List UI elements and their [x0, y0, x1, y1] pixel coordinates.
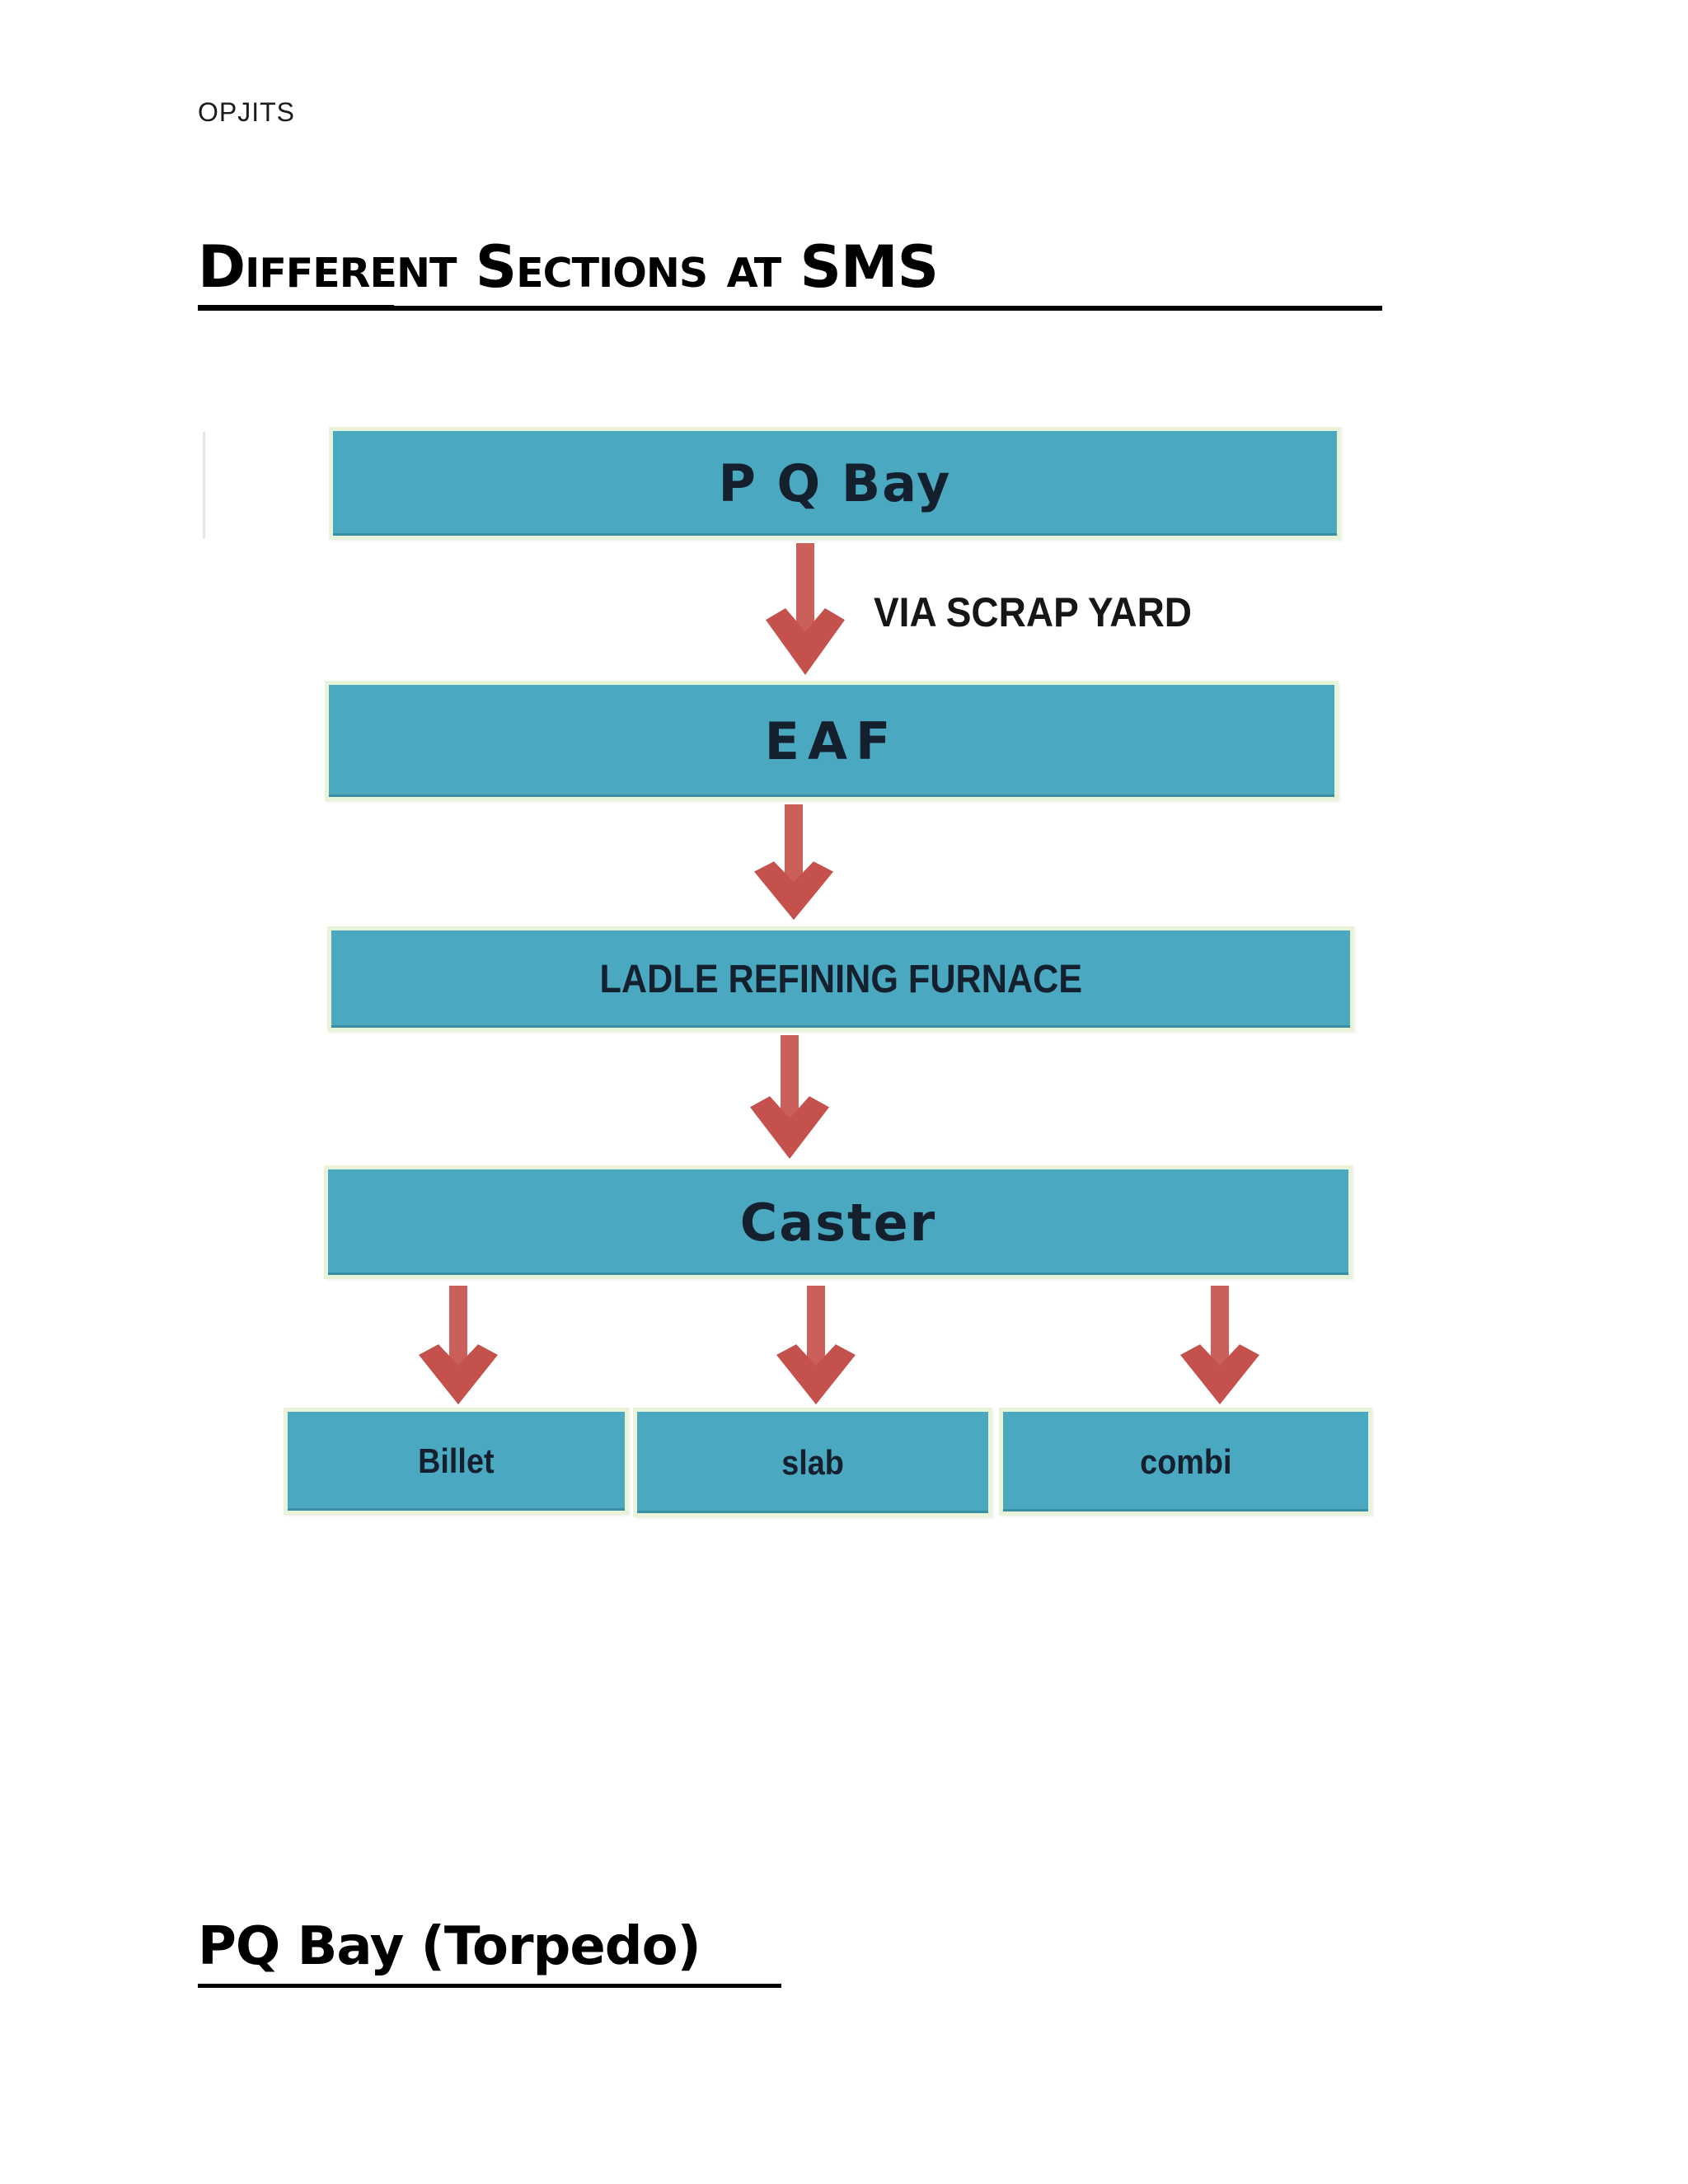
- node-ladle-refining-furnace-label: LADLE REFINING FURNACE: [599, 957, 1082, 1001]
- down-arrow-icon: [766, 543, 845, 675]
- node-eaf: EAF: [325, 681, 1339, 801]
- node-pq-bay: P Q Bay: [329, 427, 1341, 540]
- arrow-caster-to-combi: [1177, 1286, 1263, 1406]
- node-caster: Caster: [324, 1165, 1353, 1279]
- arrow-eaf-to-lrf: [751, 804, 837, 921]
- node-billet-label: Billet: [418, 1441, 495, 1480]
- down-arrow-icon: [776, 1286, 856, 1405]
- down-arrow-icon: [1180, 1286, 1259, 1405]
- down-arrow-icon: [419, 1286, 498, 1405]
- title-underline-line2: [198, 305, 394, 310]
- node-pq-bay-label: P Q Bay: [718, 453, 952, 513]
- node-caster-label: Caster: [739, 1192, 937, 1253]
- node-billet: Billet: [284, 1408, 629, 1515]
- node-slab: slab: [633, 1408, 992, 1517]
- arrow-lrf-to-caster: [747, 1035, 832, 1160]
- node-slab-label: slab: [781, 1442, 844, 1482]
- down-arrow-icon: [754, 804, 833, 921]
- section-heading: PQ Bay (Torpedo): [198, 1916, 781, 1989]
- arrow-pq-bay-to-eaf: [762, 543, 848, 677]
- page-title: Different Sections at SMS: [198, 237, 1382, 312]
- arrow-caster-to-billet: [415, 1286, 501, 1406]
- node-eaf-label: EAF: [764, 710, 899, 771]
- down-arrow-icon: [750, 1035, 829, 1160]
- node-combi-label: combi: [1139, 1441, 1232, 1481]
- image-edge-artifact: [203, 432, 205, 539]
- page-header-text: OPJITS: [198, 97, 296, 127]
- node-ladle-refining-furnace: LADLE REFINING FURNACE: [327, 926, 1354, 1032]
- node-combi: combi: [999, 1408, 1372, 1516]
- arrow-caster-to-slab: [773, 1286, 859, 1406]
- edge-label-via-scrap-yard: VIA SCRAP YARD: [874, 589, 1193, 635]
